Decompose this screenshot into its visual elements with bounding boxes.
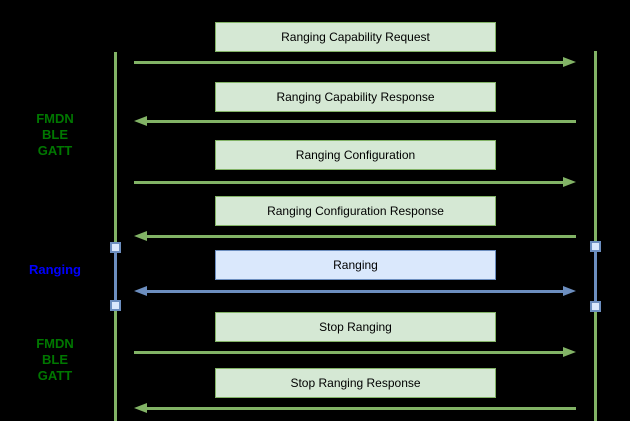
lifeline-right-ranging-segment	[594, 246, 597, 307]
arrowhead-left-icon	[134, 286, 147, 296]
message-label: Ranging Capability Response	[276, 90, 435, 104]
activation-marker-right-bottom	[590, 301, 601, 312]
activation-marker-left-top	[110, 242, 121, 253]
arrow-left-ranging-configuration-response	[134, 230, 576, 242]
arrowhead-right-icon	[563, 177, 576, 187]
message-box-ranging-configuration-response: Ranging Configuration Response	[215, 196, 496, 226]
message-label: Ranging Configuration	[295, 148, 416, 162]
lifeline-right	[594, 51, 597, 421]
side-label-fmdn-ble-gatt-top: FMDN BLE GATT	[14, 111, 96, 159]
arrow-left-stop-ranging-response	[134, 402, 576, 414]
message-label: Ranging	[333, 258, 378, 272]
arrowhead-right-icon	[563, 57, 576, 67]
arrowhead-right-icon	[563, 286, 576, 296]
message-label: Stop Ranging	[319, 320, 392, 334]
arrow-right-stop-ranging	[134, 346, 576, 358]
lifeline-left-ranging-segment	[114, 248, 117, 306]
arrow-shaft	[134, 350, 566, 354]
message-box-ranging: Ranging	[215, 250, 496, 280]
arrowhead-left-icon	[134, 403, 147, 413]
side-label-line: BLE	[42, 127, 68, 142]
lifeline-left	[114, 52, 117, 421]
arrow-bidirectional-ranging	[134, 285, 576, 297]
side-label-ranging: Ranging	[14, 262, 96, 278]
side-label-line: FMDN	[36, 111, 74, 126]
arrow-shaft	[144, 119, 576, 123]
arrowhead-left-icon	[134, 231, 147, 241]
message-box-ranging-configuration: Ranging Configuration	[215, 140, 496, 170]
message-box-stop-ranging: Stop Ranging	[215, 312, 496, 342]
arrow-right-ranging-configuration	[134, 176, 576, 188]
side-label-line: GATT	[37, 143, 73, 158]
side-label-line: FMDN	[36, 336, 74, 351]
message-label: Ranging Configuration Response	[267, 204, 444, 218]
arrow-right-ranging-capability-request	[134, 56, 576, 68]
arrow-shaft	[134, 180, 566, 184]
arrow-shaft	[134, 60, 566, 64]
arrow-left-ranging-capability-response	[134, 115, 576, 127]
arrow-shaft	[144, 289, 566, 293]
side-label-line: BLE	[42, 352, 68, 367]
arrowhead-right-icon	[563, 347, 576, 357]
side-label-fmdn-ble-gatt-bottom: FMDN BLE GATT	[14, 336, 96, 384]
side-label-line: GATT	[37, 368, 73, 383]
message-box-ranging-capability-response: Ranging Capability Response	[215, 82, 496, 112]
message-box-ranging-capability-request: Ranging Capability Request	[215, 22, 496, 52]
message-label: Ranging Capability Request	[281, 30, 430, 44]
activation-marker-right-top	[590, 241, 601, 252]
arrow-shaft	[144, 234, 576, 238]
side-label-line: Ranging	[29, 262, 81, 277]
arrow-shaft	[144, 406, 576, 410]
message-box-stop-ranging-response: Stop Ranging Response	[215, 368, 496, 398]
message-label: Stop Ranging Response	[290, 376, 421, 390]
activation-marker-left-bottom	[110, 300, 121, 311]
arrowhead-left-icon	[134, 116, 147, 126]
